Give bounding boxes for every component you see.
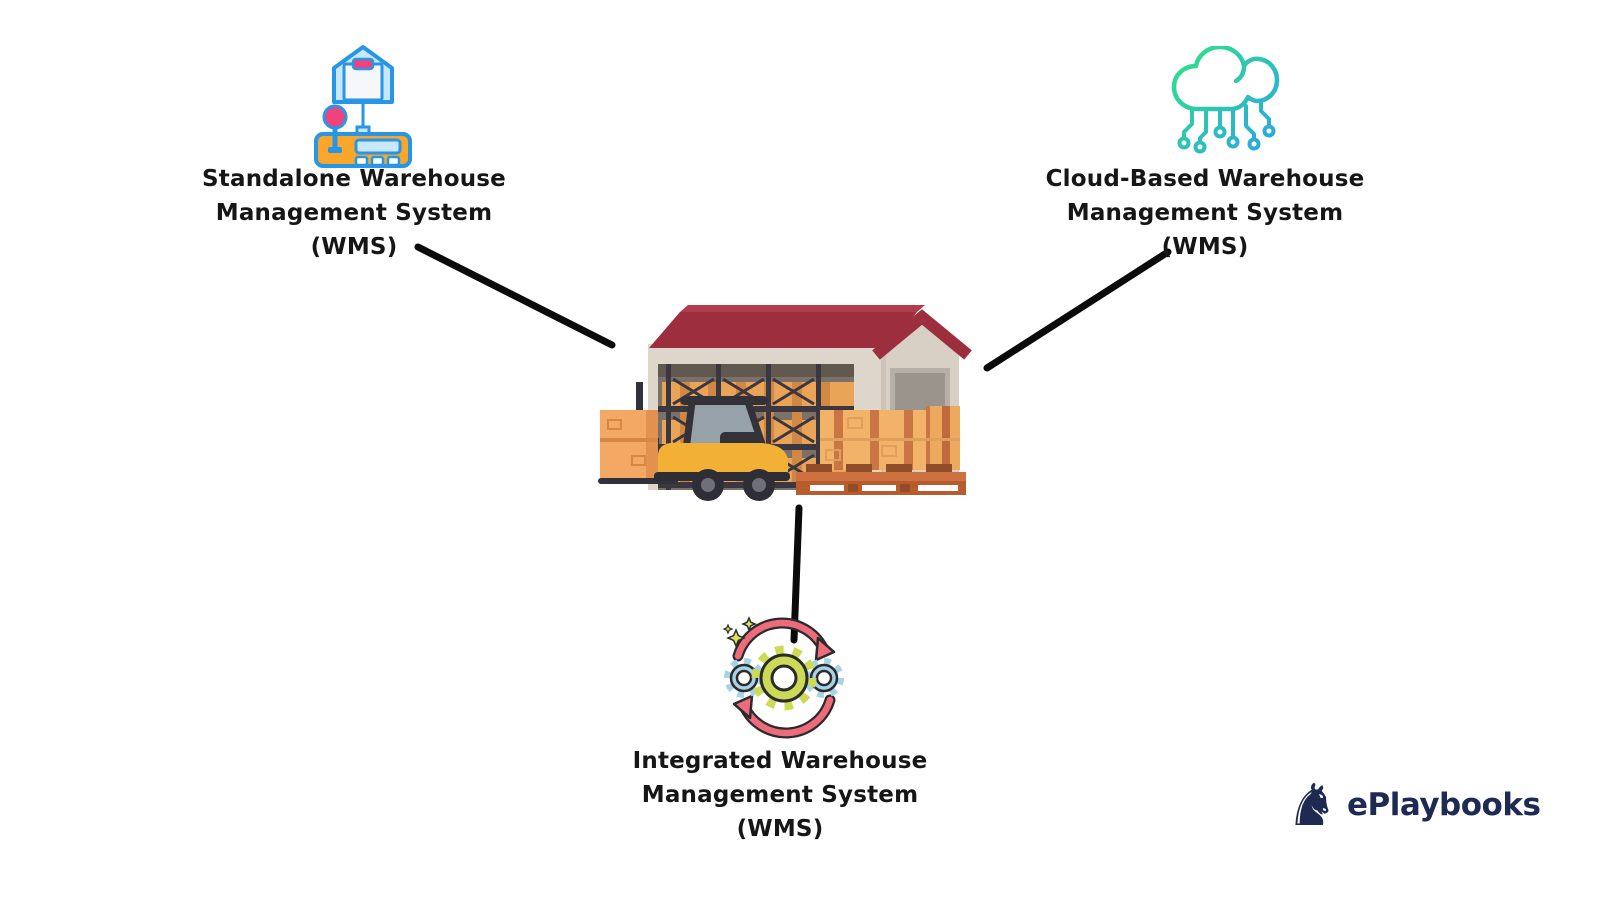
sparkles (722, 616, 757, 648)
pallet-stack (796, 406, 966, 495)
box-on-forks (600, 410, 658, 478)
warehouse-roof (649, 312, 917, 348)
integrated-wms-label: Integrated Warehouse Management System (… (590, 744, 970, 846)
joystick (322, 104, 348, 153)
label-line: Management System (215, 200, 493, 226)
forklift (598, 382, 790, 501)
control-box (314, 132, 412, 168)
circuit-drops (1177, 99, 1276, 154)
pallet (796, 464, 966, 495)
center-gear (751, 645, 817, 711)
eplaybooks-logo: ♞ ePlaybooks (1286, 770, 1541, 840)
label-line: (WMS) (310, 234, 398, 260)
label-line: Standalone Warehouse (202, 166, 506, 192)
cloud-inner-crease (1233, 63, 1247, 84)
label-line: Management System (641, 782, 919, 808)
chess-knight-icon: ♞ (1286, 771, 1338, 839)
label-line: Cloud-Based Warehouse (1045, 166, 1365, 192)
forklift-body (658, 443, 788, 478)
warehouse-terminal-icon (314, 45, 412, 168)
cloud-wms-label: Cloud-Based Warehouse Management System … (1015, 162, 1395, 264)
label-line: Management System (1066, 200, 1344, 226)
terminal-house (332, 45, 394, 104)
gable-roof (872, 309, 972, 360)
eplaybooks-wordmark: ePlaybooks (1347, 787, 1541, 823)
sync-gears-icon (722, 616, 844, 739)
warehouse-illustration (598, 305, 972, 501)
standalone-wms-label: Standalone Warehouse Management System (… (164, 162, 544, 264)
label-line: (WMS) (736, 816, 824, 842)
label-line: (WMS) (1161, 234, 1249, 260)
sync-arrows (732, 617, 836, 739)
cloud-circuit-icon (1171, 46, 1280, 154)
connector-line-cloud (983, 248, 1172, 372)
cloud-outline (1171, 46, 1280, 112)
label-line: Integrated Warehouse (632, 748, 928, 774)
